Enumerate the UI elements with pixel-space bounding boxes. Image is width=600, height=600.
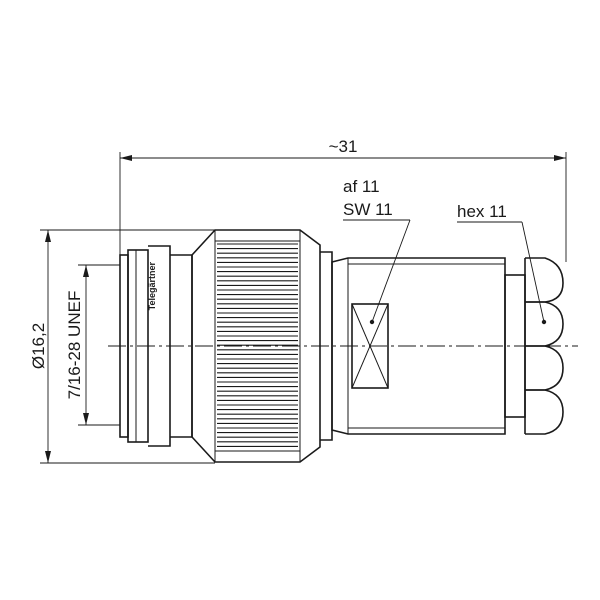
hex-annotation: hex 11 — [457, 202, 547, 325]
coupling-nut — [191, 229, 333, 463]
diameter-dimension: Ø16,2 — [29, 229, 215, 464]
thread-label: 7/16-28 UNEF — [65, 291, 84, 400]
af-label: af 11 — [343, 177, 380, 196]
sw-label: SW 11 — [343, 200, 393, 219]
diameter-label: Ø16,2 — [29, 323, 48, 369]
logo-mark: Telegärtner — [147, 262, 157, 311]
length-dimension: ~31 — [119, 137, 567, 262]
af-annotation: af 11 SW 11 — [343, 177, 411, 325]
thread-dimension: 7/16-28 UNEF — [65, 264, 120, 426]
length-label: ~31 — [329, 137, 358, 156]
hex-label: hex 11 — [457, 202, 507, 221]
